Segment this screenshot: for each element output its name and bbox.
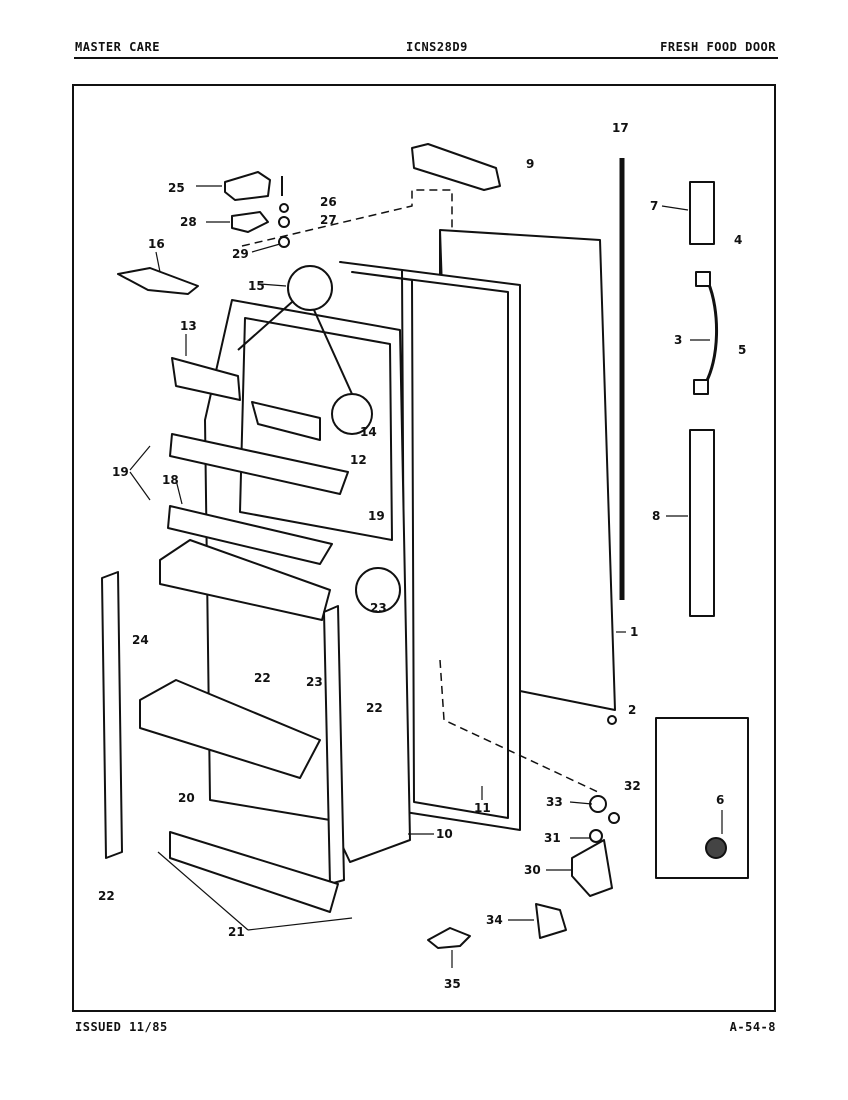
- callout-26: 24: [132, 633, 149, 647]
- header-rule: [74, 57, 778, 59]
- callout-34: 32: [624, 779, 641, 793]
- callout-23: 23: [370, 601, 387, 615]
- callout-8: 8: [652, 509, 660, 523]
- callout-21: 21: [228, 925, 245, 939]
- footer-right: A-54-8: [729, 1020, 776, 1034]
- callout-7: 7: [650, 199, 658, 213]
- callout-24: 22: [254, 671, 271, 685]
- diagram-frame: [72, 84, 776, 1012]
- callout-1: 1: [630, 625, 638, 639]
- top-hinge: [224, 171, 271, 201]
- shelf-14: [251, 401, 321, 441]
- top-bracket: [411, 143, 501, 191]
- callout-14: 14: [360, 425, 377, 439]
- callout-15: 15: [248, 279, 265, 293]
- side-rail-left: [101, 571, 123, 859]
- callout-9: 9: [526, 157, 534, 171]
- callout-18: 18: [162, 473, 179, 487]
- callout-22-right: 22: [366, 701, 383, 715]
- shelf-13: [171, 357, 241, 401]
- handle-bottom-trim: [689, 429, 715, 617]
- callout-25: 23: [306, 675, 323, 689]
- callout-30: 28: [180, 215, 197, 229]
- callout-22-left: 22: [98, 889, 115, 903]
- handle-top-trim: [689, 181, 715, 245]
- header-center: ICNS28D9: [406, 40, 468, 54]
- callout-32: 30: [524, 863, 541, 877]
- bin-26: [159, 539, 331, 621]
- bottom-hinge: [571, 839, 613, 897]
- hinge-cover: [117, 267, 199, 295]
- callout-28: 26: [320, 195, 337, 209]
- callout-19-right: 19: [368, 509, 385, 523]
- bin-24: [139, 679, 321, 779]
- callout-33: 31: [544, 831, 561, 845]
- inset-box: [655, 717, 749, 879]
- callout-2: 2: [628, 703, 636, 717]
- side-rail-right: [323, 605, 345, 885]
- callout-6: 6: [716, 793, 724, 807]
- shelf-18-upper: [169, 433, 349, 495]
- callout-19: 19: [112, 465, 129, 479]
- callout-35: 33: [546, 795, 563, 809]
- shelf-18-lower: [167, 505, 333, 565]
- callout-13: 13: [180, 319, 197, 333]
- callout-36: 34: [486, 913, 503, 927]
- callout-29: 27: [320, 213, 337, 227]
- footer-left: ISSUED 11/85: [75, 1020, 168, 1034]
- header-right: FRESH FOOD DOOR: [660, 40, 776, 54]
- callout-5: 5: [738, 343, 746, 357]
- callout-16: 16: [148, 237, 165, 251]
- callout-11: 11: [474, 801, 491, 815]
- callout-27: 25: [168, 181, 185, 195]
- callout-37: 35: [444, 977, 461, 991]
- callout-12: 12: [350, 453, 367, 467]
- callout-20: 20: [178, 791, 195, 805]
- header-left: MASTER CARE: [75, 40, 160, 54]
- callout-4: 4: [734, 233, 742, 247]
- bottom-tray: [169, 831, 339, 913]
- callout-10: 10: [436, 827, 453, 841]
- door-handle: [702, 281, 719, 387]
- callout-3: 3: [674, 333, 682, 347]
- callout-17: 17: [612, 121, 629, 135]
- door-gasket: [339, 261, 521, 831]
- callout-31: 29: [232, 247, 249, 261]
